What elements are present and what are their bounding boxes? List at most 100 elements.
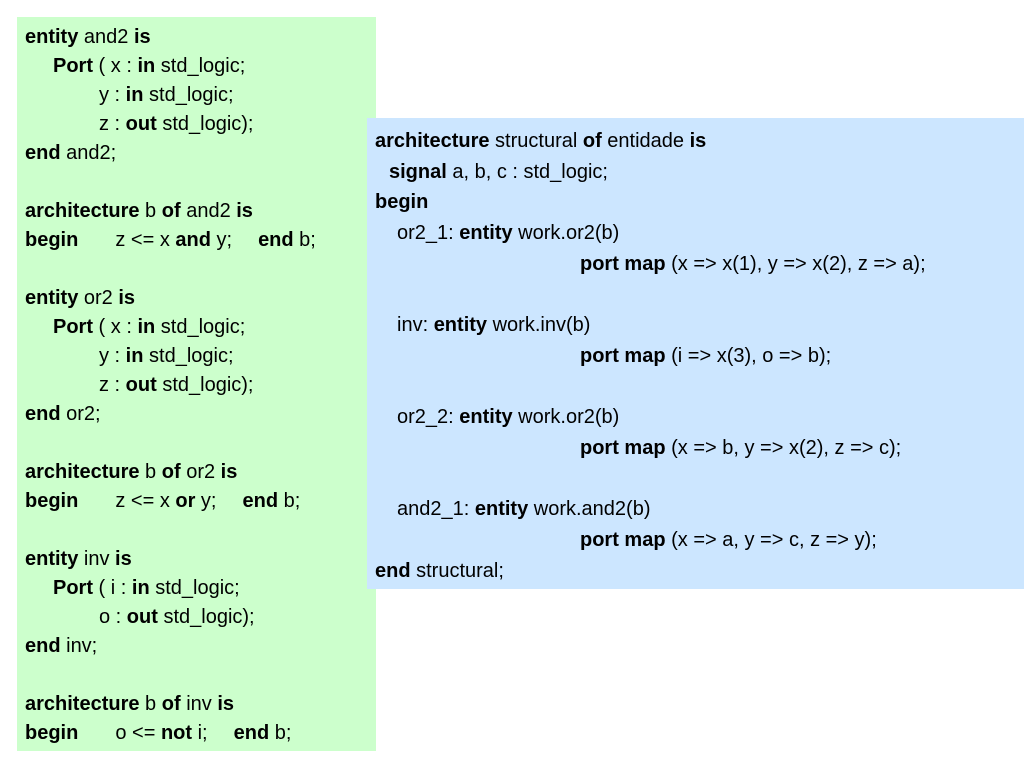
code-text: structural [489,130,583,152]
keyword: in [125,84,144,106]
code-line: or2_2: entity work.or2(b) [375,402,1024,433]
code-text: or2 [180,461,221,483]
code-text: or2_1: [397,222,460,245]
keyword: in [137,316,156,338]
code-line: port map (x => a, y => c, z => y); [375,525,1024,556]
keyword: and [175,229,211,251]
keyword: entity [25,26,79,48]
code-text: inv [180,693,218,715]
blank-line [25,429,376,458]
code-line: y : in std_logic; [25,81,376,110]
keyword: architecture [25,693,140,715]
code-text: inv: [397,314,434,337]
keyword: begin [25,229,79,251]
code-text: z : [99,113,126,135]
code-line: end inv; [25,632,376,661]
code-line: begin [375,187,1024,218]
blank-line [25,255,376,284]
keyword: entity [459,222,513,245]
code-line: architecture b of inv is [25,690,376,719]
keyword: port map [580,528,666,551]
code-text: (x => x(1), y => x(2), z => a); [665,252,926,275]
code-line: and2_1: entity work.and2(b) [375,494,1024,525]
code-line: Port ( x : in std_logic; [25,313,376,342]
code-text: std_logic; [155,55,246,77]
keyword: end [25,635,61,657]
code-text: b; [278,490,301,512]
code-text: b [139,200,162,222]
keyword: entity [25,548,79,570]
keyword: entity [474,498,529,521]
code-line: end or2; [25,400,376,429]
keyword: is [115,548,132,570]
blank-line [25,516,376,545]
code-text: and2_1: [397,498,475,521]
code-text: i; [192,722,208,744]
code-line: end structural; [375,556,1024,587]
keyword: entity [25,287,79,309]
code-line: end and2; [25,139,376,168]
code-text: y : [99,84,126,106]
code-line: begin z <= x and y; end b; [25,226,376,255]
code-text: and2; [60,142,117,164]
code-text: b; [293,229,316,251]
keyword: begin [375,191,429,214]
keyword: is [236,200,253,222]
code-text: or2; [60,403,101,425]
keyword: port map [580,344,666,367]
keyword: Port [53,577,93,599]
keyword: of [161,693,181,715]
components-code-panel: entity and2 is Port ( x : in std_logic; … [17,17,376,751]
code-text: inv [78,548,116,570]
code-text: and2 [78,26,134,48]
keyword: end [242,490,279,512]
keyword: is [689,130,707,152]
code-text: z <= x [115,229,176,251]
code-text: work.and2(b) [528,498,651,521]
code-text: entidade [601,130,690,152]
code-text: and2 [180,200,237,222]
keyword: begin [25,722,79,744]
code-text: (x => a, y => c, z => y); [665,528,877,551]
keyword: in [131,577,150,599]
code-text: or2_2: [397,406,460,429]
keyword: in [137,55,156,77]
keyword: is [118,287,136,309]
keyword: of [161,200,181,222]
code-line: y : in std_logic; [25,342,376,371]
code-line: signal a, b, c : std_logic; [375,157,1024,188]
code-line: architecture structural of entidade is [375,126,1024,157]
code-line: inv: entity work.inv(b) [375,310,1024,341]
keyword: architecture [25,200,140,222]
code-text: y : [99,345,126,367]
keyword: is [133,26,151,48]
code-text: z <= x [115,490,176,512]
blank-line [375,372,1024,403]
keyword: not [160,722,193,744]
keyword: is [217,693,235,715]
code-line: Port ( i : in std_logic; [25,574,376,603]
keyword: entity [459,406,513,429]
structural-architecture-panel: architecture structural of entidade is s… [367,118,1024,589]
keyword: end [258,229,294,251]
keyword: in [125,345,144,367]
code-line: z : out std_logic); [25,371,376,400]
blank-line [25,168,376,197]
code-text: (i => x(3), o => b); [665,344,832,367]
code-text: std_logic); [156,374,254,396]
keyword: is [220,461,238,483]
code-line: o : out std_logic); [25,603,376,632]
blank-line [25,661,376,690]
code-text: b; [269,722,292,744]
keyword: entity [433,314,488,337]
code-text: or2 [78,287,119,309]
keyword: out [126,606,158,628]
code-line: Port ( x : in std_logic; [25,52,376,81]
code-text: structural; [410,559,504,582]
blank-line [375,279,1024,310]
code-text: y; [210,229,233,251]
keyword: begin [25,490,79,512]
keyword: out [125,374,157,396]
code-line: port map (x => b, y => x(2), z => c); [375,433,1024,464]
